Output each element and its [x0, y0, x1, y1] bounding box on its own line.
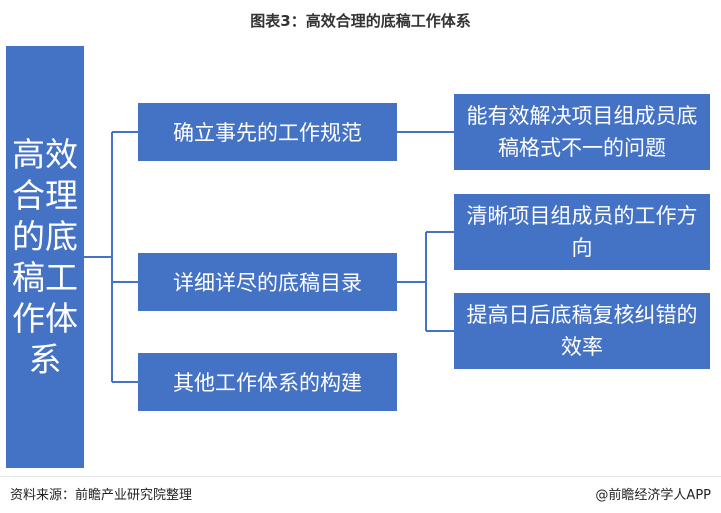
leaf-node-2-2: 提高日后底稿复核纠错的效率: [454, 293, 710, 369]
brand-credit: @前瞻经济学人APP: [595, 488, 711, 503]
branch-node-2: 详细详尽的底稿目录: [138, 253, 397, 311]
diagram-title: 图表3：高效合理的底稿工作体系: [250, 12, 471, 30]
root-node: 高效合理的底稿工作体系: [6, 46, 84, 468]
leaf-node-2-1: 清晰项目组成员的工作方向: [454, 194, 710, 270]
branch-node-1: 确立事先的工作规范: [138, 103, 397, 161]
branch-node-3: 其他工作体系的构建: [138, 353, 397, 411]
source-note: 资料来源：前瞻产业研究院整理: [10, 488, 193, 503]
footer-divider: [0, 476, 721, 477]
leaf-node-1-1: 能有效解决项目组成员底稿格式不一的问题: [454, 94, 710, 170]
